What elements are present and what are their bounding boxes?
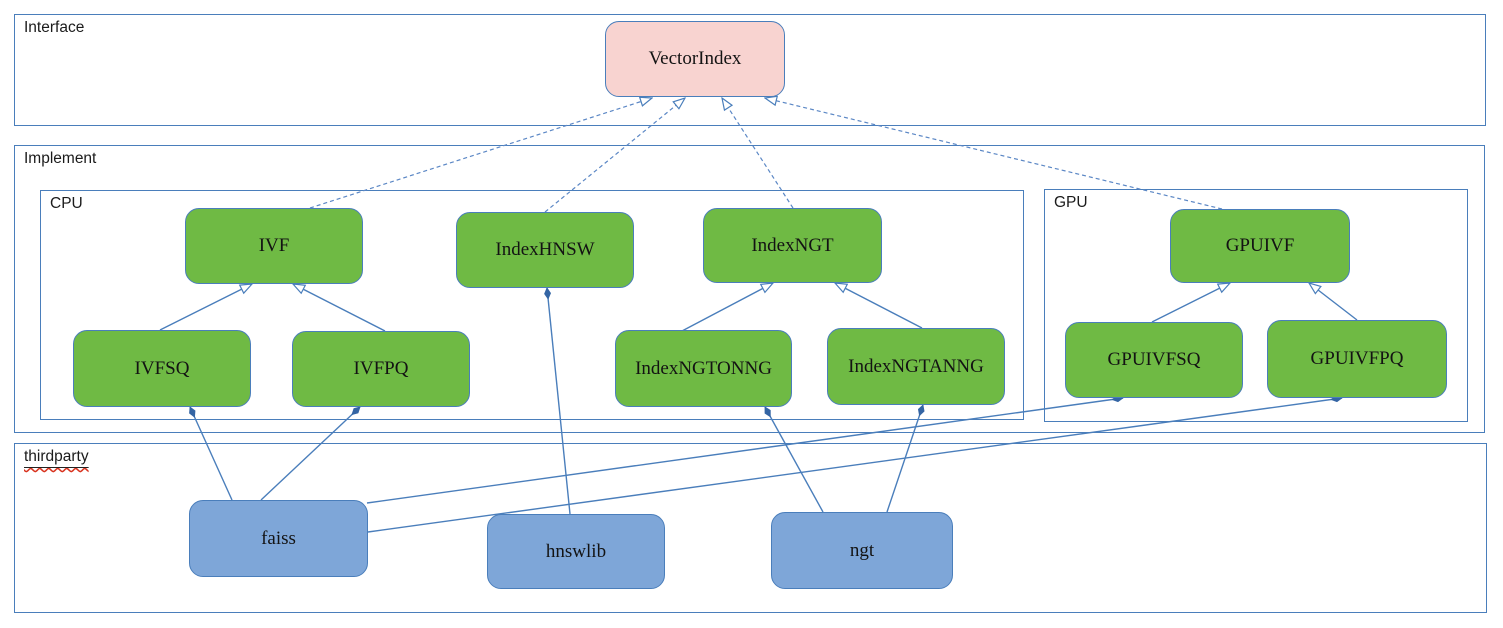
cpu-label: CPU — [50, 195, 83, 212]
node-vectorindex[interactable]: VectorIndex — [605, 21, 785, 97]
node-hnswlib[interactable]: hnswlib — [487, 514, 665, 589]
thirdparty-label-text: thirdparty — [24, 448, 89, 465]
node-label: VectorIndex — [648, 48, 742, 69]
node-faiss[interactable]: faiss — [189, 500, 368, 577]
node-label: GPUIVFPQ — [1310, 348, 1404, 369]
node-label: ngt — [849, 539, 875, 561]
node-label: IVFSQ — [134, 357, 190, 379]
interface-label: Interface — [24, 19, 85, 36]
node-indexngtonng[interactable]: IndexNGTONNG — [615, 330, 792, 407]
node-label: IndexHNSW — [495, 239, 595, 260]
node-indexngtanng[interactable]: IndexNGTANNG — [827, 328, 1005, 405]
node-label: IndexNGT — [751, 234, 834, 256]
node-label: faiss — [261, 527, 296, 549]
node-ivfsq[interactable]: IVFSQ — [73, 330, 251, 407]
node-label: IndexNGTONNG — [635, 357, 772, 379]
thirdparty-label: thirdparty — [24, 448, 89, 466]
node-gpuivfsq[interactable]: GPUIVFSQ — [1065, 322, 1243, 398]
node-ivfpq[interactable]: IVFPQ — [292, 331, 470, 407]
node-label: IndexNGTANNG — [848, 355, 984, 377]
node-indexhnsw[interactable]: IndexHNSW — [456, 212, 634, 288]
node-label: IVFPQ — [353, 358, 409, 379]
node-gpuivfpq[interactable]: GPUIVFPQ — [1267, 320, 1447, 398]
node-ngt[interactable]: ngt — [771, 512, 953, 589]
node-ivf[interactable]: IVF — [185, 208, 363, 284]
gpu-label: GPU — [1054, 194, 1088, 211]
implement-label: Implement — [24, 150, 97, 167]
node-indexngt[interactable]: IndexNGT — [703, 208, 882, 283]
node-label: GPUIVFSQ — [1107, 349, 1201, 370]
node-gpuivf[interactable]: GPUIVF — [1170, 209, 1350, 283]
node-label: hnswlib — [545, 540, 607, 562]
node-label: IVF — [258, 235, 290, 256]
node-label: GPUIVF — [1225, 235, 1295, 256]
